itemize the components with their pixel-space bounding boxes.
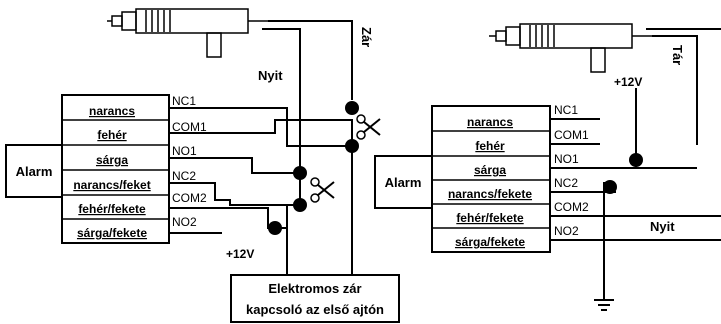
lock-switch-line: kapcsoló az első ajtón <box>246 302 384 317</box>
left-wire-label: fehér/fekete <box>78 202 146 216</box>
lock-switch-box <box>230 274 400 323</box>
right-tar-label: Tár <box>670 45 685 65</box>
right-pin-label: COM1 <box>554 128 589 142</box>
right-plus12v-label: +12V <box>614 75 642 89</box>
actuator-icon <box>107 8 268 58</box>
right-nyit-label: Nyit <box>650 219 675 234</box>
scissors-icon <box>356 114 381 140</box>
left-diagram: Nyit Zár Alarm narancs fehér sárga naran… <box>5 8 400 323</box>
right-wire-label: fehér/fekete <box>456 211 524 225</box>
ground-icon <box>594 299 614 311</box>
left-pin-label: NO1 <box>172 144 197 158</box>
right-alarm-box <box>374 155 433 209</box>
left-nyit-label: Nyit <box>258 68 283 83</box>
left-pin-label: COM1 <box>172 120 207 134</box>
left-wire-label: narancs/feket <box>73 178 150 192</box>
left-wire-label: fehér <box>97 128 127 142</box>
left-pin-label: NO2 <box>172 215 197 229</box>
right-pin-label: NC1 <box>554 103 578 117</box>
left-wire-label: narancs <box>89 104 135 118</box>
left-zar-label: Zár <box>359 27 374 47</box>
left-wire-label: sárga/fekete <box>77 226 147 240</box>
left-pin-label: NC1 <box>172 94 196 108</box>
left-alarm-box <box>5 144 64 198</box>
right-wire-label: narancs <box>467 115 513 129</box>
right-pin-label: NC2 <box>554 176 578 190</box>
right-wire-label: sárga/fekete <box>455 235 525 249</box>
left-pin-label: NC2 <box>172 169 196 183</box>
right-alarm-label: Alarm <box>385 175 422 190</box>
right-wire-label: sárga <box>474 163 506 177</box>
left-wire-label: sárga <box>96 153 128 167</box>
right-wire-label: narancs/fekete <box>448 187 532 201</box>
actuator-icon <box>489 23 652 73</box>
right-pin-label: NO1 <box>554 152 579 166</box>
right-pin-label: COM2 <box>554 200 589 214</box>
left-alarm-label: Alarm <box>16 164 53 179</box>
left-pin-label: COM2 <box>172 191 207 205</box>
right-diagram: Tár +12V Alarm narancs fehér sárga naran… <box>374 23 721 311</box>
right-pin-label: NO2 <box>554 224 579 238</box>
lock-switch-line: Elektromos zár <box>268 281 361 296</box>
scissors-icon <box>310 177 335 203</box>
left-plus12v-label: +12V <box>226 247 254 261</box>
right-wire-label: fehér <box>475 139 505 153</box>
